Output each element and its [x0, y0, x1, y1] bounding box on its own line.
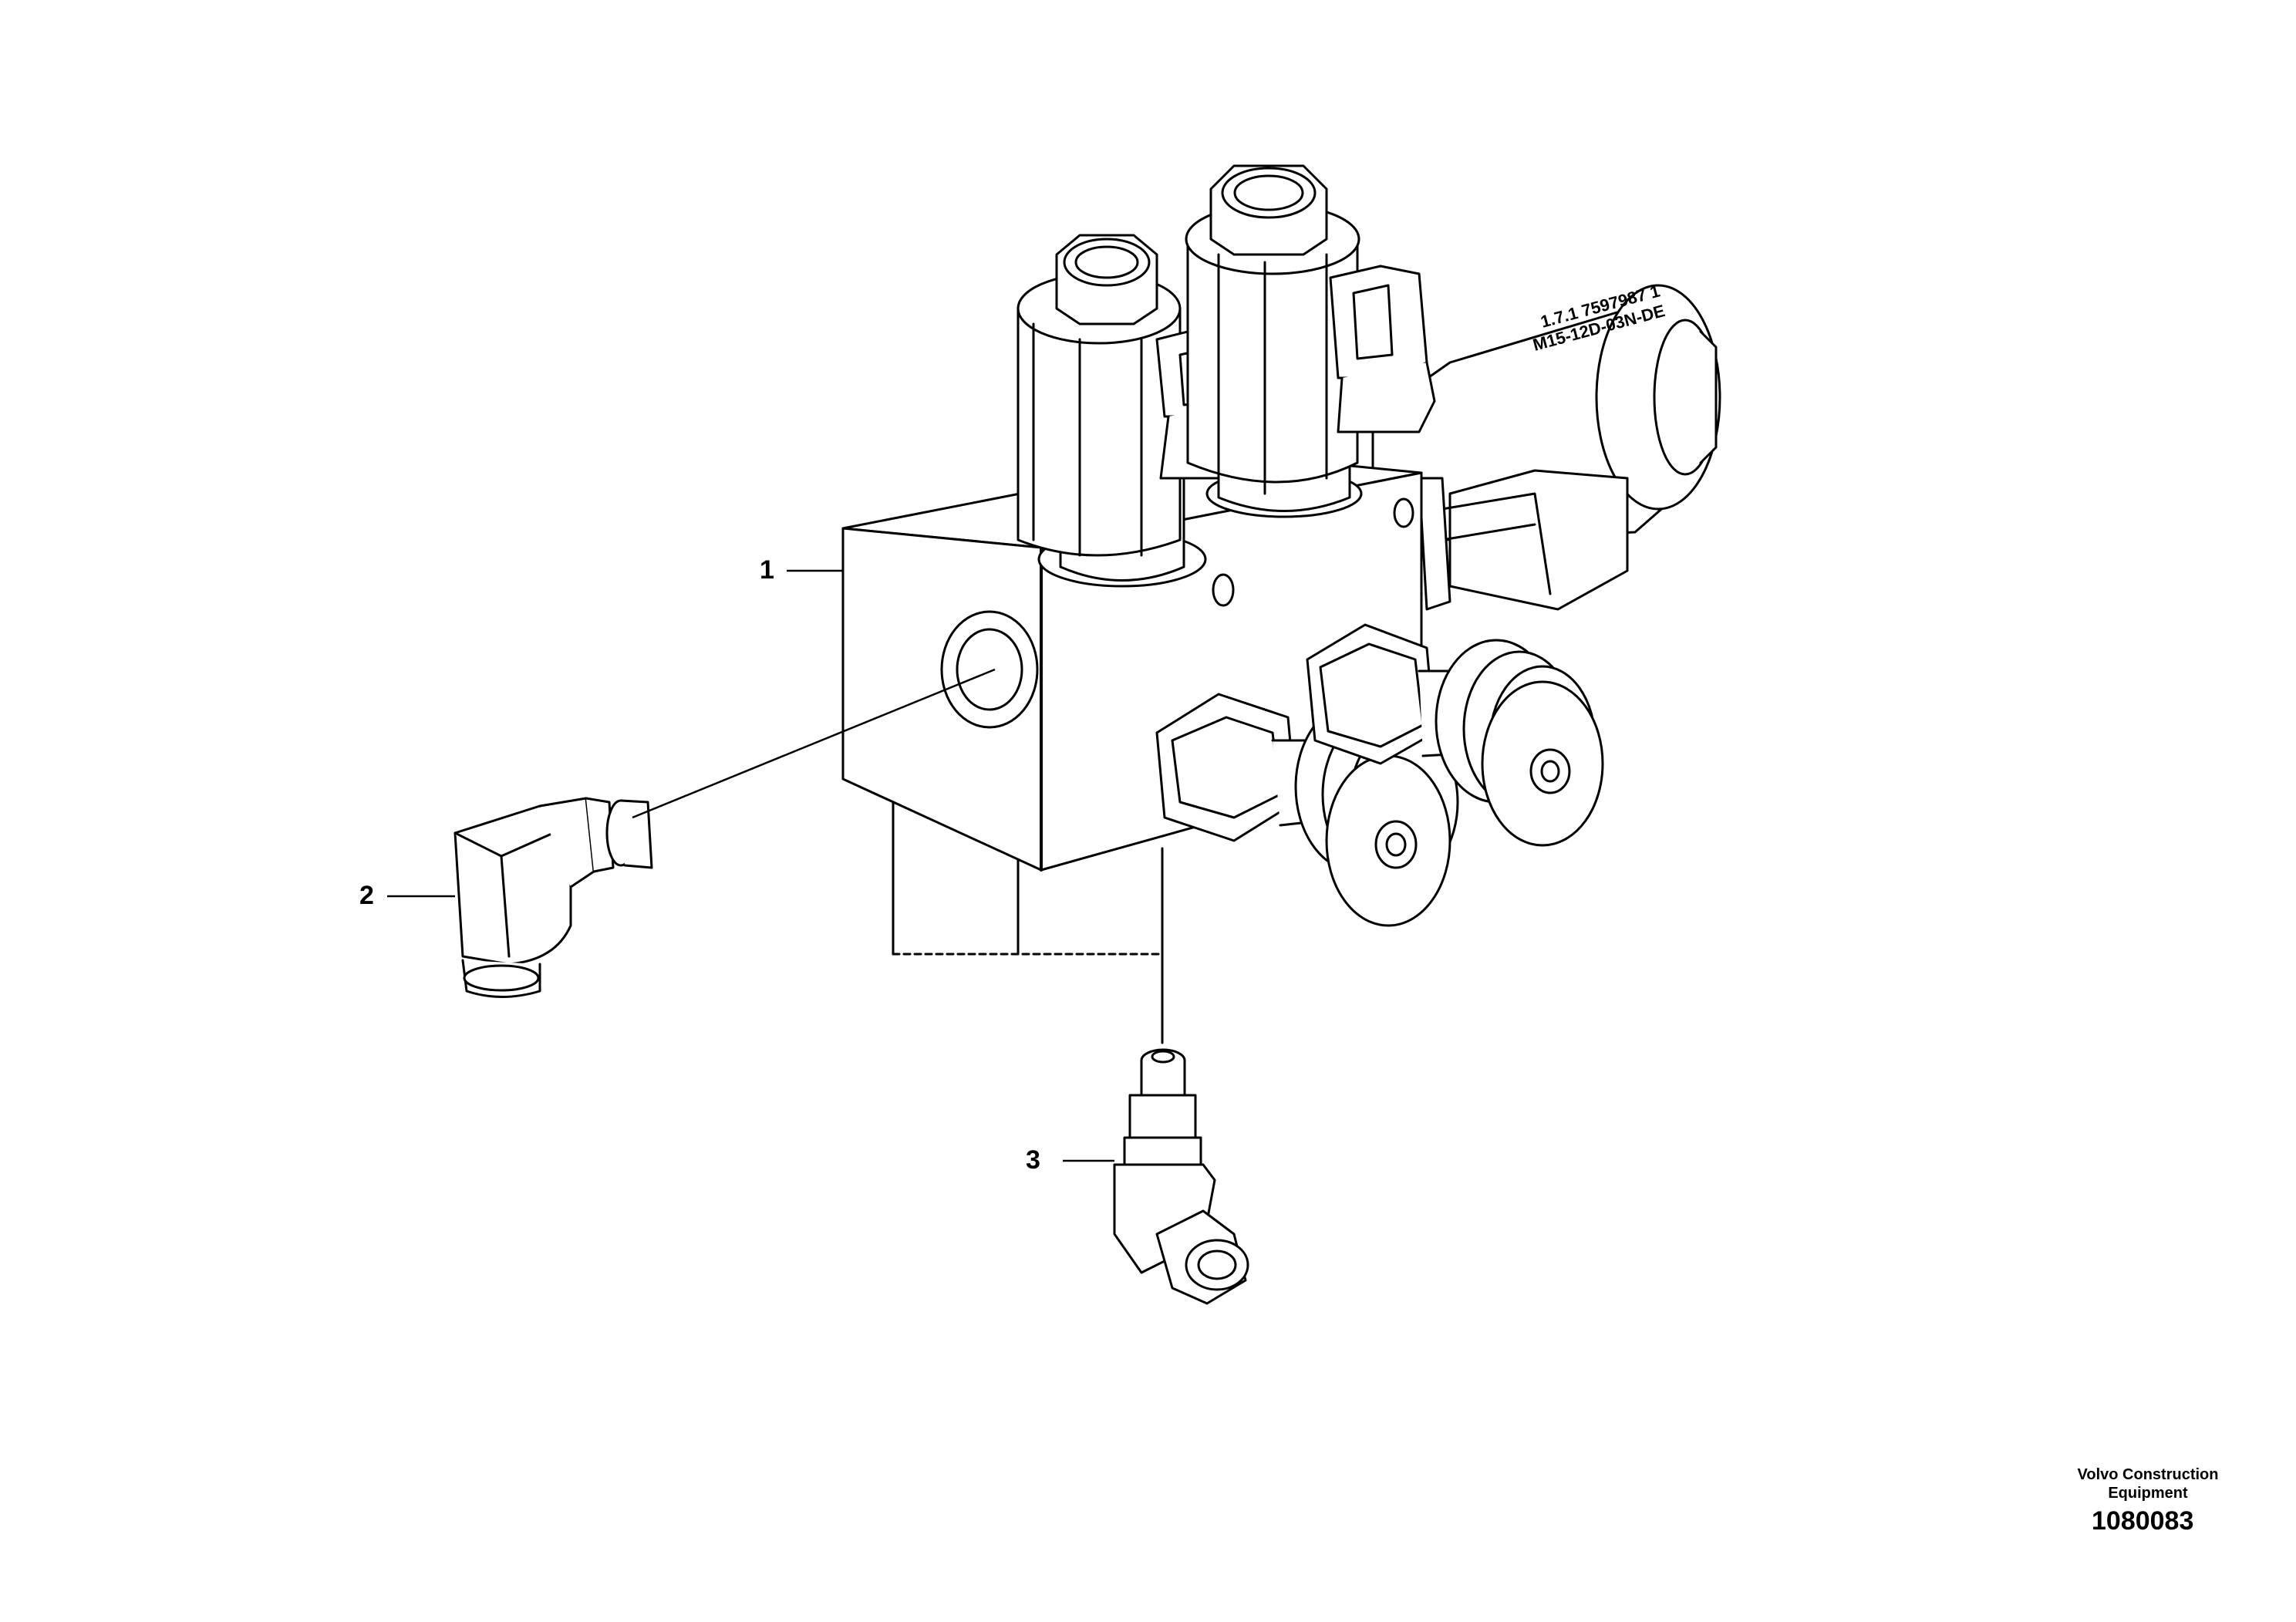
leader-lines — [387, 569, 1114, 1162]
leader-line-2-to-port — [632, 668, 996, 819]
publisher-line-2: Equipment — [2108, 1485, 2188, 1502]
publisher-block: Volvo Construction Equipment — [2052, 1465, 2244, 1502]
rear-check-valve — [1306, 623, 1604, 847]
right-solenoid-valve — [1185, 164, 1436, 518]
elbow-fitting-45 — [1113, 1048, 1249, 1305]
elbow-fitting-90 — [453, 797, 653, 998]
drawing-number: 1080083 — [2092, 1506, 2194, 1536]
callout-3: 3 — [1026, 1145, 1040, 1175]
callout-2: 2 — [359, 881, 374, 910]
callout-1: 1 — [760, 555, 774, 585]
reference-lines — [892, 801, 1164, 1044]
publisher-line-1: Volvo Construction — [2077, 1466, 2219, 1483]
